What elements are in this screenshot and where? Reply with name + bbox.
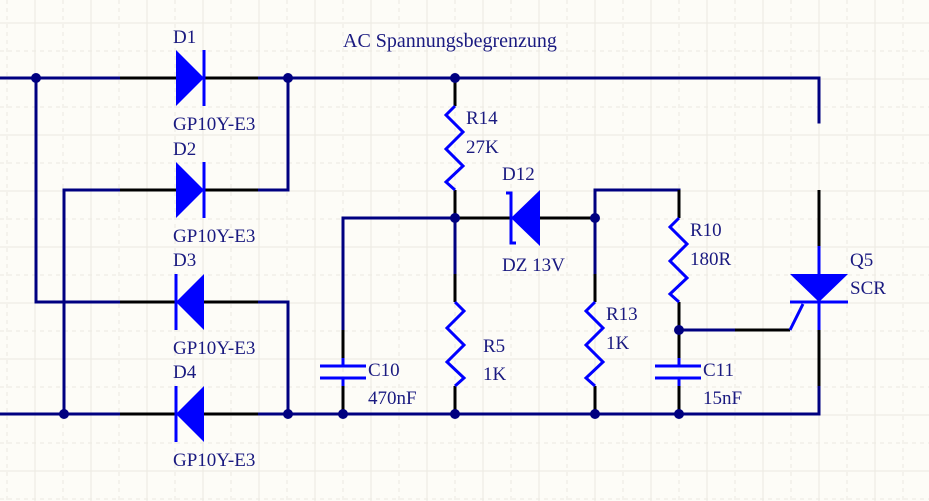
zener-d12[interactable]: D12 DZ 13V	[502, 164, 565, 276]
wire-c10-top[interactable]	[341, 216, 457, 332]
d2-value: GP10Y-E3	[173, 226, 255, 247]
d4-designator: D4	[173, 362, 197, 383]
capacitor-c11[interactable]: C11 15nF	[655, 358, 742, 409]
c10-value: 470nF	[368, 388, 417, 409]
d3-value: GP10Y-E3	[173, 338, 255, 359]
resistor-r5-body	[444, 300, 467, 388]
wire-left-d2[interactable]	[62, 188, 122, 416]
q5-designator: Q5	[850, 250, 873, 271]
capacitor-c10[interactable]: C10 470nF	[320, 358, 417, 409]
junction-dot	[590, 213, 600, 223]
r5-value: 1K	[483, 364, 507, 385]
r14-designator: R14	[466, 108, 498, 129]
resistor-r14-body	[443, 104, 466, 192]
resistor-r10[interactable]: R10 180R	[667, 216, 732, 304]
junctions	[31, 73, 684, 419]
junction-dot	[674, 325, 684, 335]
resistor-r5[interactable]: R5 1K	[444, 300, 507, 388]
r13-value: 1K	[606, 333, 630, 354]
junction-dot	[283, 73, 293, 83]
r10-value: 180R	[690, 249, 732, 270]
wire-left-d3[interactable]	[34, 76, 122, 304]
d3-designator: D3	[173, 250, 196, 271]
d1-designator: D1	[173, 27, 196, 48]
junction-dot	[338, 409, 348, 419]
r13-designator: R13	[606, 304, 638, 325]
resistor-r13-body	[583, 300, 606, 388]
resistor-r10-body	[667, 216, 690, 304]
junction-dot	[283, 409, 293, 419]
c11-designator: C11	[703, 360, 734, 381]
junction-dot	[674, 409, 684, 419]
diode-d3[interactable]: D3 GP10Y-E3	[173, 250, 255, 359]
resistor-r13[interactable]: R13 1K	[583, 300, 638, 388]
d4-value: GP10Y-E3	[173, 450, 255, 471]
diode-d2-body	[176, 162, 204, 218]
diode-d4-body	[176, 386, 204, 442]
junction-dot	[59, 409, 69, 419]
wire-d3-right[interactable]	[256, 300, 290, 416]
c11-value: 15nF	[703, 388, 742, 409]
wire-zener-right[interactable]	[593, 188, 681, 202]
q5-value: SCR	[850, 278, 886, 299]
r5-designator: R5	[483, 336, 505, 357]
zener-d12-body	[511, 190, 540, 246]
sheet-title: AC Spannungsbegrenzung	[343, 30, 557, 52]
wire-d2-right[interactable]	[256, 76, 290, 192]
d2-designator: D2	[173, 139, 196, 160]
d12-designator: D12	[502, 164, 535, 185]
diode-d1-body	[176, 50, 204, 106]
c10-designator: C10	[368, 360, 400, 381]
diode-d2[interactable]: D2 GP10Y-E3	[173, 139, 255, 247]
junction-dot	[450, 213, 460, 223]
d1-value: GP10Y-E3	[173, 114, 255, 135]
diode-d4[interactable]: D4 GP10Y-E3	[173, 362, 255, 471]
junction-dot	[590, 409, 600, 419]
thyristor-q5[interactable]: Q5 SCR	[788, 246, 886, 331]
r10-designator: R10	[690, 220, 722, 241]
diode-d3-body	[176, 274, 204, 330]
q5-gate	[788, 303, 805, 331]
wire-bottom-rail-right[interactable]	[256, 384, 821, 416]
r14-value: 27K	[466, 137, 499, 158]
junction-dot	[450, 409, 460, 419]
diode-d1[interactable]: D1 GP10Y-E3	[173, 27, 255, 135]
wire-top-rail-right[interactable]	[256, 76, 821, 124]
d12-value: DZ 13V	[502, 255, 565, 276]
pin-stubs	[120, 76, 821, 416]
resistor-r14[interactable]: R14 27K	[443, 104, 499, 192]
zener-d12-cathode	[506, 191, 516, 245]
q5-body	[790, 274, 848, 302]
junction-dot	[450, 73, 460, 83]
wires	[0, 76, 821, 416]
junction-dot	[31, 73, 41, 83]
